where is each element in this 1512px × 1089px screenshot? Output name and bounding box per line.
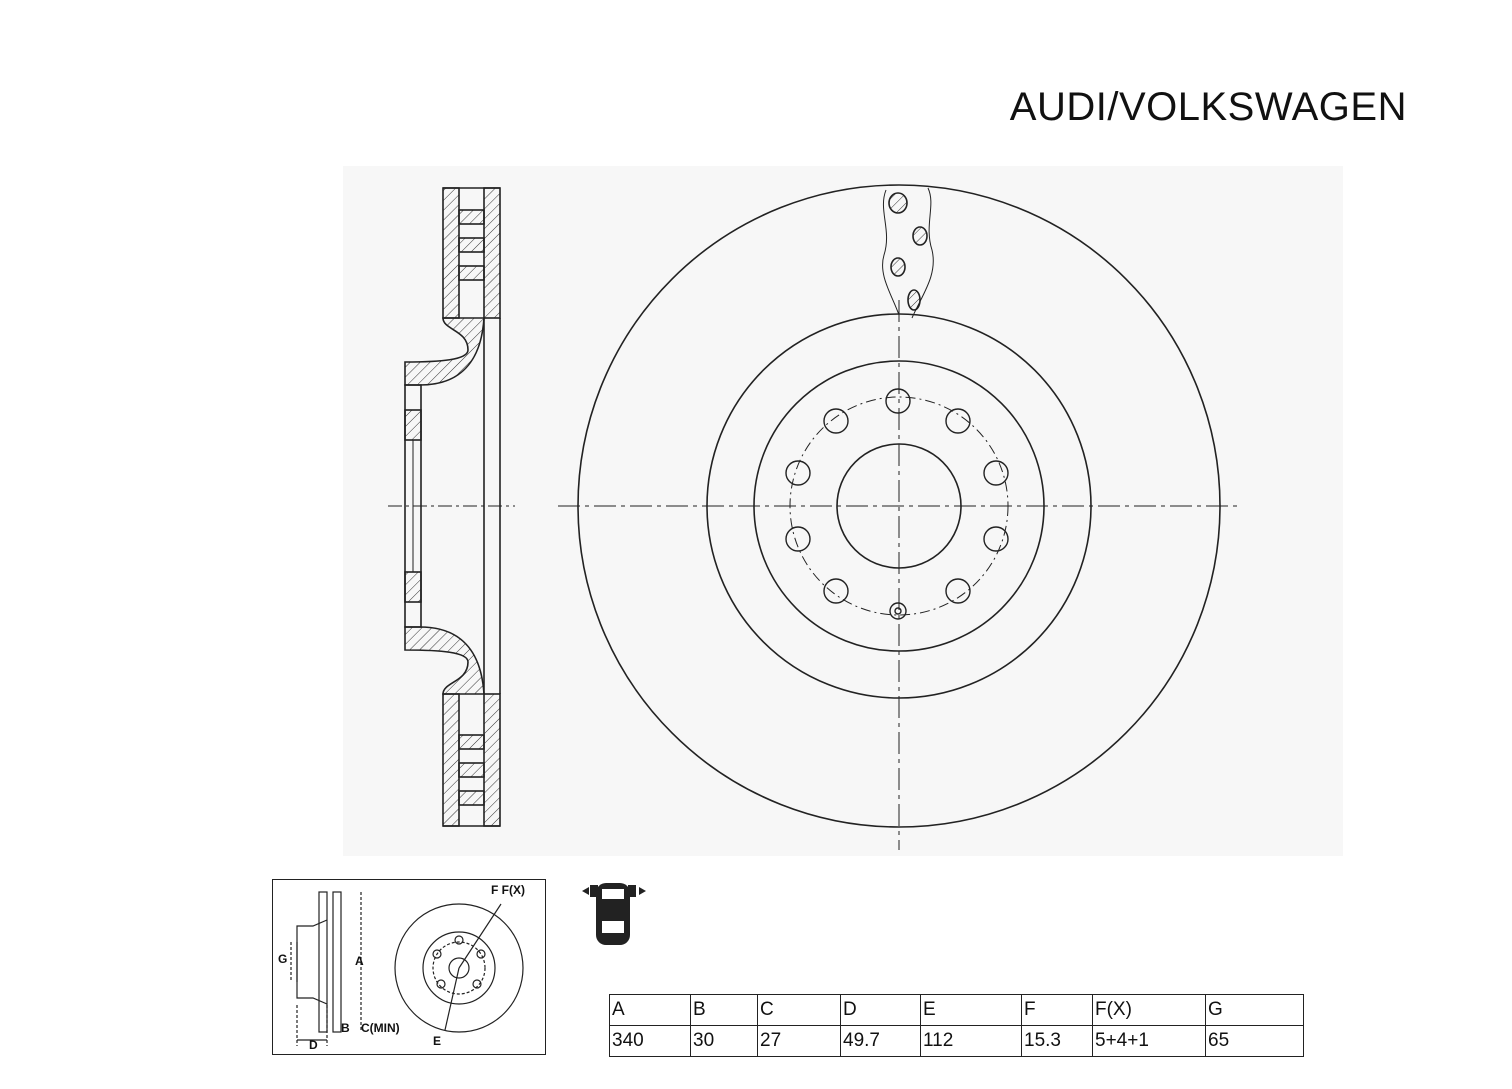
spec-value-cell: 30 — [690, 1025, 758, 1057]
spec-header-cell: F — [1021, 994, 1093, 1026]
disc-front-view — [558, 184, 1238, 850]
spec-header-cell: A — [609, 994, 691, 1026]
spec-header-cell: G — [1205, 994, 1304, 1026]
spec-header-cell: E — [920, 994, 1022, 1026]
spec-header-cell: D — [840, 994, 921, 1026]
spec-value-cell: 49.7 — [840, 1025, 921, 1057]
spec-value-cell: 15.3 — [1021, 1025, 1093, 1057]
legend-label-c: C(MIN) — [361, 1021, 400, 1035]
spec-header-cell: F(X) — [1092, 994, 1206, 1026]
bolt-holes — [785, 388, 1009, 620]
legend-label-f: F F(X) — [491, 883, 525, 897]
spec-value-row: 340 30 27 49.7 112 15.3 5+4+1 65 — [609, 1025, 1304, 1057]
legend-label-d: D — [309, 1038, 318, 1052]
drawing-area — [343, 166, 1343, 856]
legend-label-b: B — [341, 1021, 350, 1035]
front-axle-position-icon — [582, 883, 646, 945]
spec-value-cell: 340 — [609, 1025, 691, 1057]
legend-label-g: G — [278, 952, 288, 966]
spec-table: A B C D E F F(X) G 340 30 27 49.7 112 15… — [609, 994, 1304, 1057]
brand-title: AUDI/VOLKSWAGEN — [1009, 85, 1407, 129]
spec-header-cell: C — [757, 994, 841, 1026]
spec-value-cell: 5+4+1 — [1092, 1025, 1206, 1057]
spec-value-cell: 112 — [920, 1025, 1022, 1057]
spec-header-cell: B — [690, 994, 758, 1026]
disc-side-section — [388, 187, 515, 827]
spec-value-cell: 27 — [757, 1025, 841, 1057]
dimension-legend: F F(X) G A B C(MIN) D E — [272, 879, 546, 1055]
legend-label-e: E — [433, 1034, 442, 1048]
legend-drawing — [290, 891, 524, 1046]
legend-label-a: A — [355, 954, 364, 968]
spec-value-cell: 65 — [1205, 1025, 1304, 1057]
spec-header-row: A B C D E F F(X) G — [609, 994, 1304, 1026]
